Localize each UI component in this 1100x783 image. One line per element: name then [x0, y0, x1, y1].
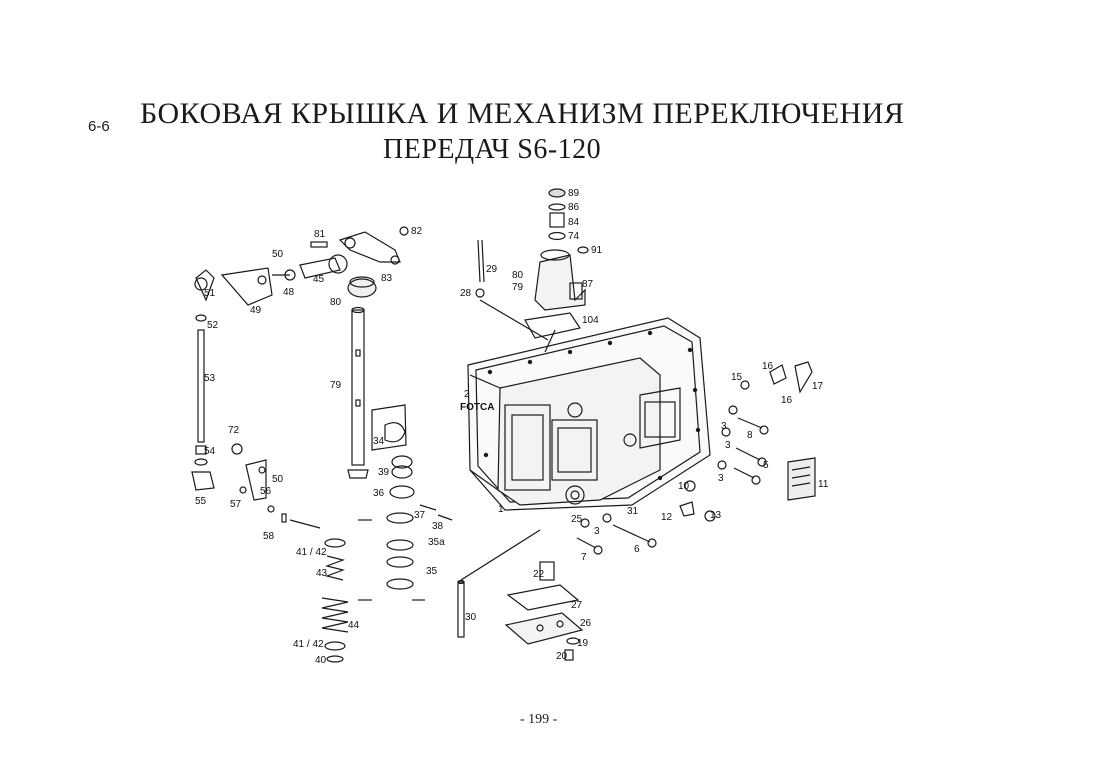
- callout: 45: [313, 274, 325, 285]
- callout: 16: [762, 361, 774, 372]
- callout: 25: [571, 514, 583, 525]
- callout: 80: [512, 270, 524, 281]
- callout: 20: [556, 651, 568, 662]
- callout: 87: [582, 279, 594, 290]
- callout: 74: [568, 231, 580, 242]
- callout: 11: [818, 479, 829, 490]
- callout: 91: [591, 245, 603, 256]
- callout: 41 / 42: [296, 547, 327, 558]
- selector-shaft-79: [347, 276, 453, 601]
- callout: 43: [316, 568, 328, 579]
- callout: 27: [571, 600, 583, 611]
- callout: 84: [568, 217, 580, 228]
- callout: 17: [812, 381, 824, 392]
- callout: 29: [486, 264, 498, 275]
- callout: 40: [315, 655, 327, 666]
- callout: 16: [781, 395, 793, 406]
- callout: 12: [661, 512, 673, 523]
- callout: 55: [195, 496, 207, 507]
- callout: 54: [204, 446, 216, 457]
- callout: 22: [533, 569, 545, 580]
- data-plate: [787, 457, 816, 501]
- page-number: - 199 -: [520, 712, 558, 727]
- callout: 35: [426, 566, 438, 577]
- callout: 36: [373, 488, 385, 499]
- callout: 80: [330, 297, 342, 308]
- callout: 41 / 42: [293, 639, 324, 650]
- callout: 28: [460, 288, 472, 299]
- callout: 52: [207, 320, 219, 331]
- callout: 48: [283, 287, 295, 298]
- callout: 3: [721, 421, 727, 432]
- callout: 13: [710, 510, 722, 521]
- callout: 15: [731, 372, 743, 383]
- callout: 44: [348, 620, 360, 631]
- callout: 50: [272, 474, 284, 485]
- callout: 81: [314, 229, 326, 240]
- callout: 79: [330, 380, 342, 391]
- callout: 19: [577, 638, 589, 649]
- upper-selector-housing: [524, 188, 589, 353]
- callout: 39: [378, 467, 390, 478]
- callout: 86: [568, 202, 580, 213]
- callout: 30: [465, 612, 477, 623]
- page-title-line-1: БОКОВАЯ КРЫШКА И МЕХАНИЗМ ПЕРЕКЛЮЧЕНИЯ: [140, 97, 905, 130]
- callout: 35a: [428, 537, 445, 548]
- stud-29: [475, 239, 549, 341]
- callout: 3: [725, 440, 731, 451]
- side-cover-housing: [467, 317, 711, 511]
- callout: 89: [568, 188, 580, 199]
- callout-labels: 89 86 84 74 91 87 80 79 29 28 104 2 1 25…: [195, 188, 829, 666]
- section-number: 6-6: [88, 118, 110, 135]
- callout: 57: [230, 499, 242, 510]
- callout: 3: [594, 526, 600, 537]
- callout: 8: [747, 430, 753, 441]
- callout: 79: [512, 282, 524, 293]
- callout: 37: [414, 510, 426, 521]
- callout: 53: [204, 373, 216, 384]
- callout: 26: [580, 618, 592, 629]
- callout: 38: [432, 521, 444, 532]
- callout: 50: [272, 249, 284, 260]
- callout: 1: [498, 504, 504, 515]
- callout: 58: [263, 531, 275, 542]
- callout: 104: [582, 315, 599, 326]
- callout: 7: [581, 552, 587, 563]
- callout: 6: [634, 544, 640, 555]
- springs: [281, 513, 349, 663]
- watermark-logo: FOTCA: [460, 402, 494, 413]
- callout: 83: [381, 273, 393, 284]
- callout: 49: [250, 305, 262, 316]
- cover-bolts: [576, 361, 813, 555]
- callout: 2: [464, 389, 470, 400]
- bottom-cover-parts: [457, 529, 584, 661]
- callout: 72: [228, 425, 240, 436]
- callout: 34: [373, 436, 385, 447]
- callout: 3: [718, 473, 724, 484]
- callout: 5: [763, 460, 769, 471]
- page-title-line-2: ПЕРЕДАЧ S6-120: [383, 134, 602, 165]
- shift-rod-assembly: [191, 226, 409, 513]
- callout: 10: [678, 481, 690, 492]
- callout: 51: [204, 288, 216, 299]
- callout: 31: [627, 506, 639, 517]
- callout: 56: [260, 486, 272, 497]
- callout: 82: [411, 226, 423, 237]
